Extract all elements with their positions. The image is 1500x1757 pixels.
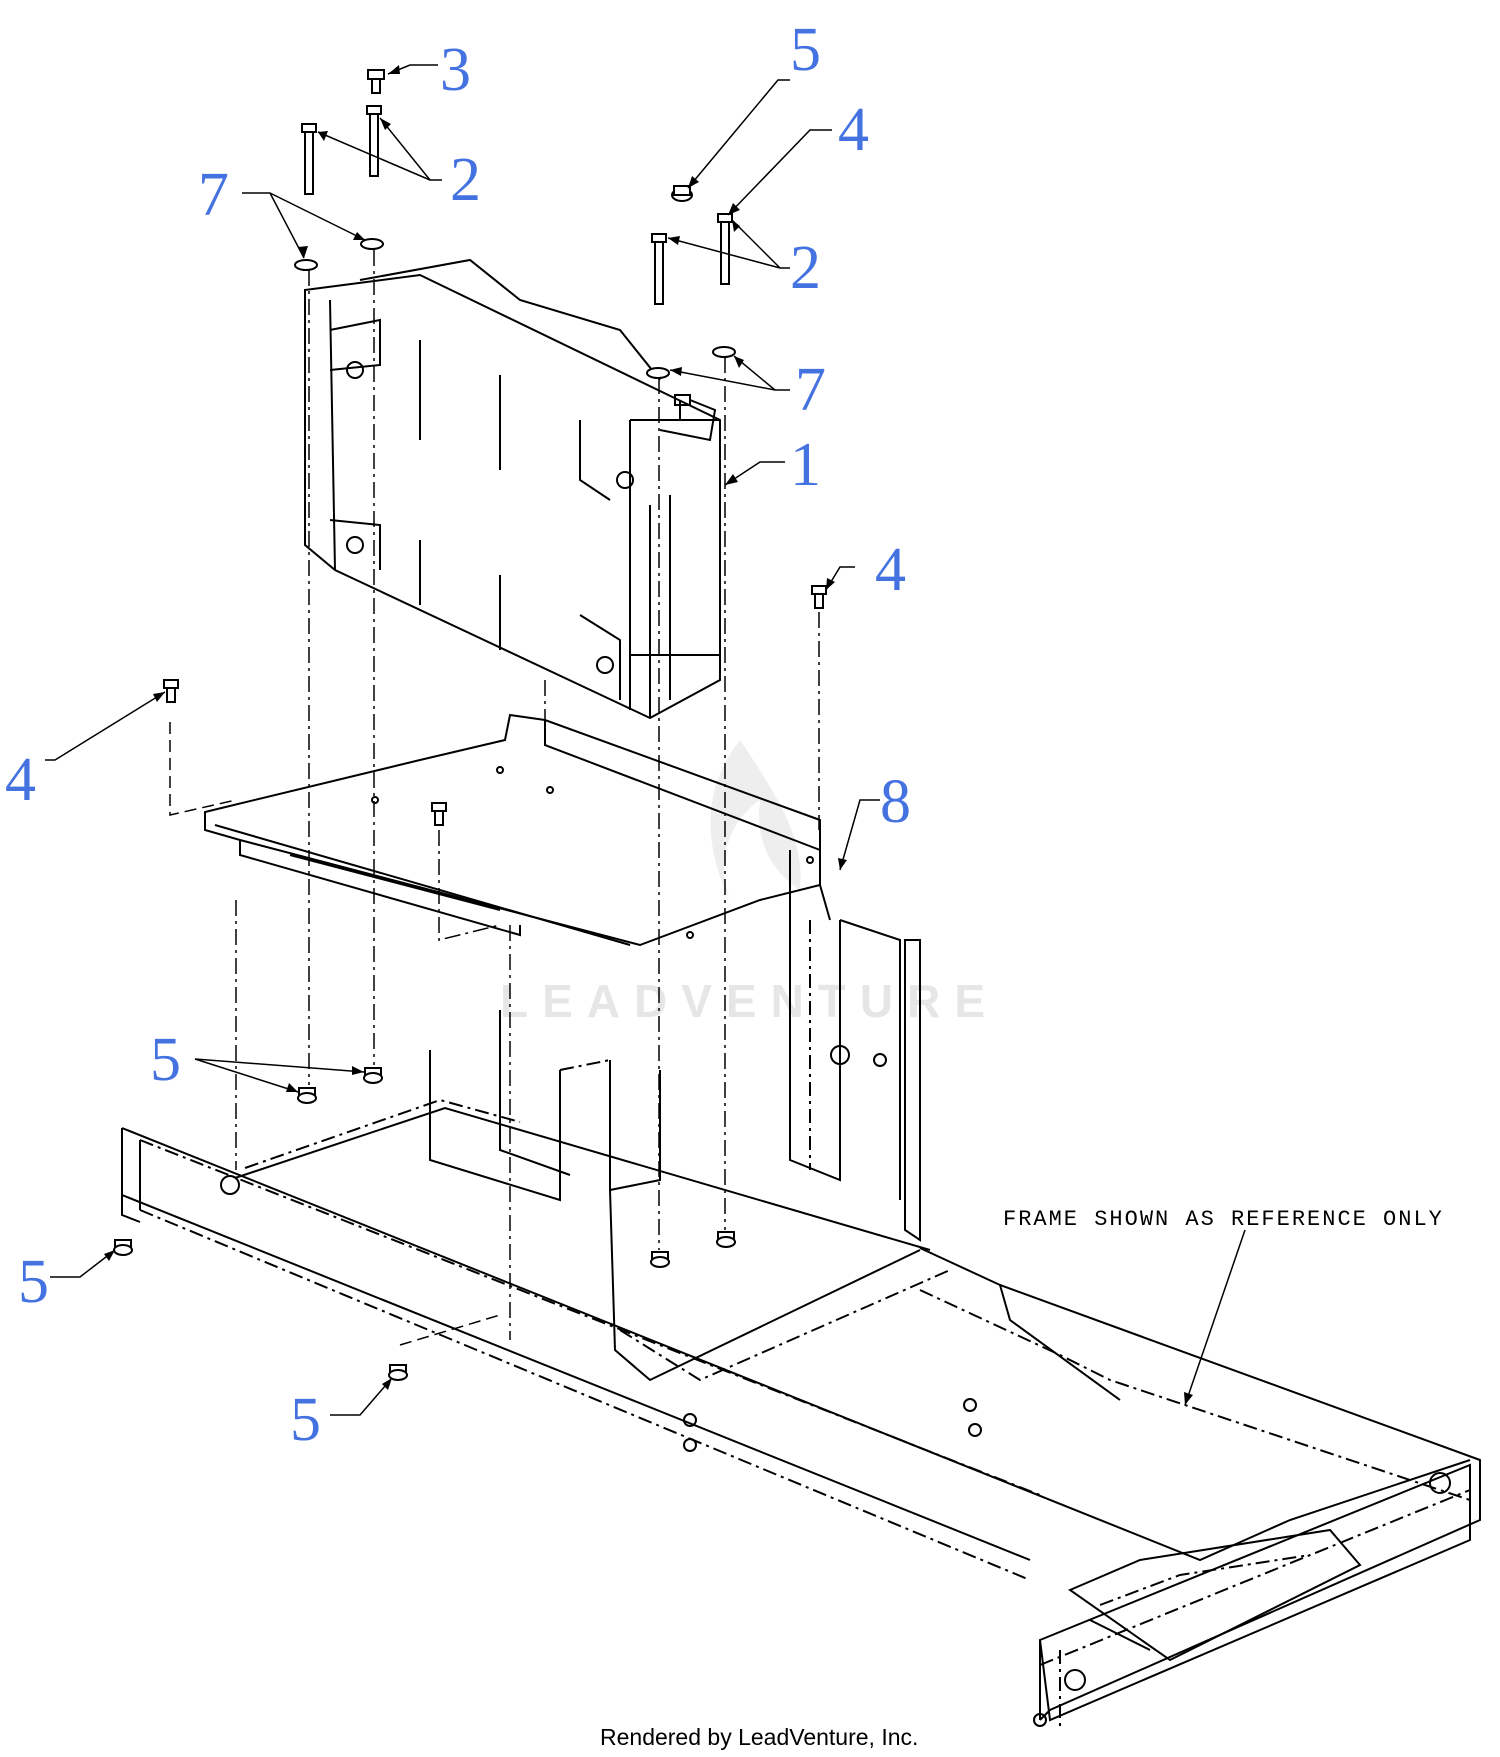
callout-5: 5 [290,1386,321,1454]
bolt-4-right [811,585,827,609]
bolt-4-left [163,679,179,703]
watermark-flame-icon [710,740,801,900]
bolt-2-rear-right [366,105,382,177]
watermark: LEADVENTURE [500,740,999,1027]
washer-7 [646,367,670,379]
callout-numbers: 1 2 2 3 4 4 4 5 5 5 5 7 7 8 [5,16,911,1454]
washer-7 [294,259,318,271]
fasteners [113,69,827,1381]
battery-tray [204,713,831,947]
center-lines [235,250,820,1340]
watermark-text: LEADVENTURE [500,975,999,1027]
callout-2: 2 [790,234,821,302]
callout-2: 2 [450,146,481,214]
leader-lines [45,64,1246,1416]
render-credit: Rendered by LeadVenture, Inc. [600,1724,918,1750]
callout-4: 4 [875,536,906,604]
battery-module [304,258,721,720]
bolt-2-front-right [717,213,733,285]
bolt-2-rear-left [301,123,317,195]
bolt-4-tray [431,802,447,826]
nut-5 [650,1251,670,1268]
callout-5: 5 [18,1248,49,1316]
callout-8: 8 [880,768,911,836]
nut-5 [363,1067,383,1084]
callout-1: 1 [790,431,821,499]
callout-4: 4 [838,96,869,164]
bolt-3 [367,69,385,94]
washer-7 [360,238,384,250]
bolt-2-front-left [651,233,667,305]
callout-4: 4 [5,746,36,814]
dashed-lines [169,722,501,1346]
nut-5 [297,1087,317,1104]
callout-3: 3 [440,36,471,104]
arrow-heads [104,65,1193,1405]
washer-7 [712,346,736,358]
callout-5: 5 [790,16,821,84]
nut-5-top [671,185,693,202]
nut-5 [716,1231,736,1248]
frame [121,915,1481,1730]
frame-reference-note: FRAME SHOWN AS REFERENCE ONLY [1003,1207,1444,1232]
nut-5 [113,1239,133,1256]
callout-7: 7 [795,356,826,424]
nut-5 [388,1364,408,1381]
callout-5: 5 [150,1026,181,1094]
callout-7: 7 [198,161,229,229]
